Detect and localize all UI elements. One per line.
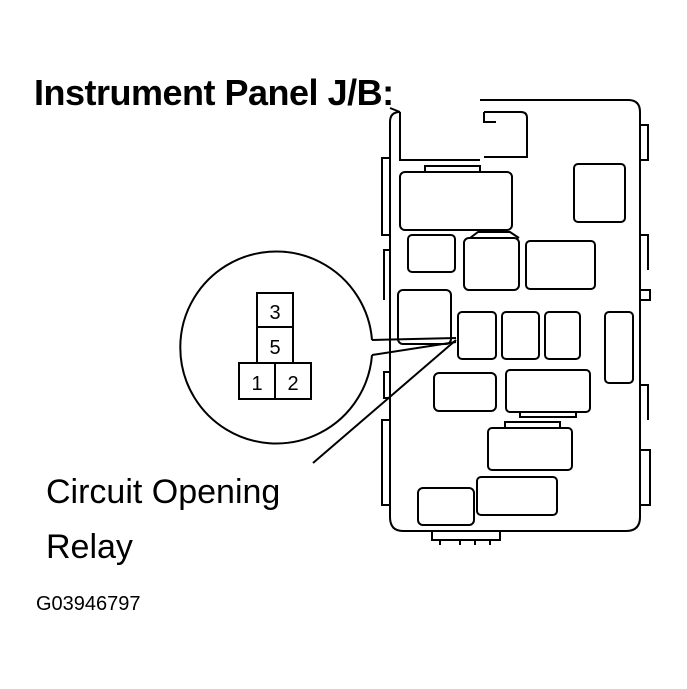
junction-block-body bbox=[381, 99, 651, 545]
magnifier-callout bbox=[179, 250, 457, 464]
terminal-2 bbox=[274, 362, 312, 400]
callout-label-line2: Relay bbox=[46, 528, 133, 566]
junction-block-sockets bbox=[397, 111, 634, 526]
diagram-title: Instrument Panel J/B: bbox=[34, 72, 394, 113]
terminal-1-label: 1 bbox=[251, 373, 262, 395]
figure-code: G03946797 bbox=[36, 593, 141, 615]
terminal-2-label: 2 bbox=[287, 373, 298, 395]
relay-terminal-layout: 3 5 1 2 bbox=[238, 292, 312, 400]
terminal-5-label: 5 bbox=[269, 337, 280, 359]
callout-label-line1: Circuit Opening bbox=[46, 473, 281, 511]
terminal-3-label: 3 bbox=[269, 302, 280, 324]
